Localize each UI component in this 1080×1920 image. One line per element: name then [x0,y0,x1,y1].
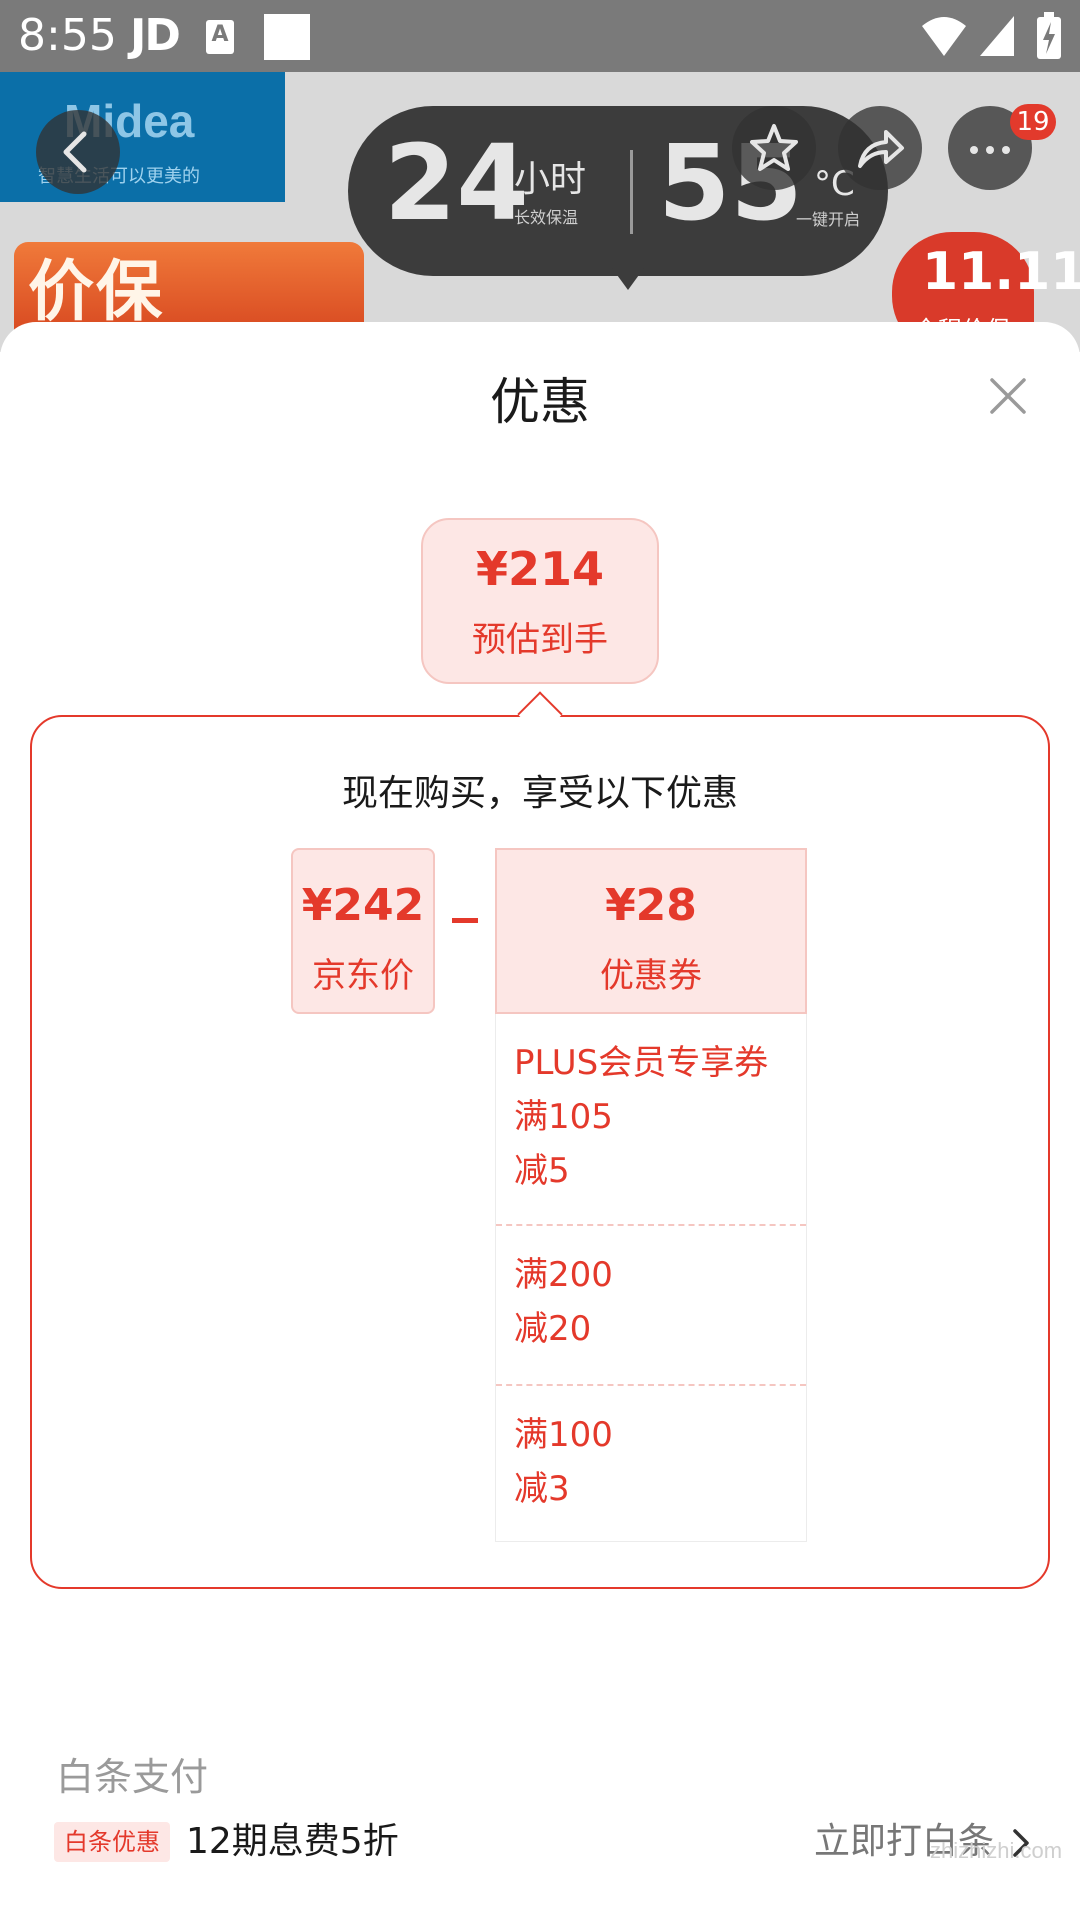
offer-heading: 现在购买，享受以下优惠 [341,773,738,814]
coupon-list: PLUS会员专享券 满105 减5 满200 减20 满100 减3 [495,1014,807,1542]
spec-pill-pointer [612,268,644,290]
spec1-sub: 长效保温 [514,208,579,227]
favorite-button[interactable] [732,106,816,190]
jd-price-value: ¥242 [301,880,425,931]
estimated-price: ¥214 [475,542,605,596]
wifi-icon [922,17,966,56]
chevron-right-icon [1013,1829,1029,1857]
star-icon [750,124,798,171]
coupon-item-discount: 减20 [514,1309,592,1349]
baitiao-heading: 白条支付 [56,1755,209,1799]
coupon-item-threshold: 满100 [514,1415,613,1455]
jd-price-box: ¥242 京东价 [291,848,435,1014]
notification-a-icon: A [206,20,234,54]
spec-divider [630,150,633,234]
more-dots-icon [970,146,1010,154]
coupon-total-value: ¥28 [605,880,697,931]
chevron-left-icon [63,131,87,173]
share-button[interactable] [838,106,922,190]
badge-top-text: 11.11 [922,242,1080,302]
baitiao-offer-text: 12期息费5折 [186,1821,399,1862]
estimated-price-box: ¥214 预估到手 [421,518,659,684]
sheet-title: 优惠 [490,373,590,431]
close-icon[interactable] [986,374,1030,418]
minus-sign [452,918,478,923]
status-time: 8:55 [18,10,117,61]
message-count-badge: 19 [1010,104,1056,140]
baitiao-action-link[interactable]: 立即打白条 [814,1821,995,1862]
coupon-item: 满100 减3 [496,1408,806,1516]
coupon-item: 满200 减20 [496,1248,806,1356]
baitiao-tag: 白条优惠 [54,1822,170,1862]
coupon-divider [496,1384,806,1386]
notification-square-icon [264,14,310,60]
estimated-price-label: 预估到手 [472,620,608,660]
coupon-item-threshold: 满200 [514,1255,613,1295]
spec-pill: 24 小时 长效保温 55 °C 一键开启 [348,106,888,276]
spec2-sub: 一键开启 [796,210,861,229]
coupon-total-box: ¥28 优惠券 [495,848,807,1014]
coupon-total-label: 优惠券 [600,956,702,996]
coupon-item-discount: 减5 [514,1151,570,1191]
coupon-item-plus: PLUS会员专享券 满105 减5 [496,1036,806,1198]
spec1-unit: 小时 [514,159,587,200]
signal-icon [980,16,1014,56]
status-app-indicator: JD [130,10,181,61]
status-bar: 8:55 JD A [0,0,1080,72]
coupon-item-threshold: 满105 [514,1097,613,1137]
watermark: zhizhizhi.com [930,1838,1063,1863]
coupon-item-name: PLUS会员专享券 [514,1043,769,1083]
coupon-item-discount: 减3 [514,1469,570,1509]
coupon-divider [496,1224,806,1226]
spec1-value: 24 [384,122,529,244]
back-button[interactable] [36,110,120,194]
baitiao-row[interactable]: 白条优惠 12期息费5折 立即打白条 [0,1816,1080,1886]
discount-sheet: 优惠 ¥214 预估到手 现在购买，享受以下优惠 ¥242 京东价 ¥28 优惠… [0,322,1080,1920]
share-icon [858,130,904,168]
battery-charging-icon [1037,12,1061,59]
jd-price-label: 京东价 [312,956,414,996]
